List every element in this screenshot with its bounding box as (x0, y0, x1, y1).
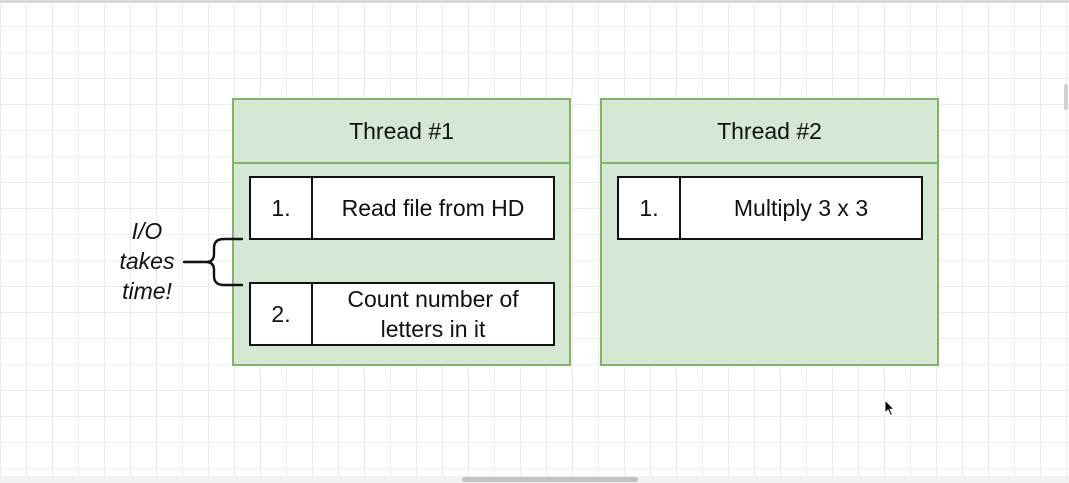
thread-1-box: Thread #1 1. Read file from HD 2. Count … (232, 98, 571, 366)
task-label: Read file from HD (313, 178, 553, 238)
task-label-line: Read file from HD (341, 195, 525, 221)
task-label-line: Multiply 3 x 3 (733, 195, 869, 221)
vertical-scrollbar[interactable] (1064, 84, 1068, 110)
mouse-pointer-icon (884, 399, 896, 417)
task-label-line: Count number of (347, 286, 519, 312)
task-label: Multiply 3 x 3 (681, 178, 921, 238)
thread-2-title: Thread #2 (602, 100, 937, 164)
task-label-line: letters in it (380, 316, 486, 342)
task-number: 1. (619, 178, 681, 238)
thread-2-task-1: 1. Multiply 3 x 3 (617, 176, 923, 240)
annotation-line: I/O (131, 218, 163, 244)
io-annotation: I/O takes time! (110, 216, 184, 306)
thread-1-task-1: 1. Read file from HD (249, 176, 555, 240)
canvas-top-border (0, 0, 1069, 3)
task-number: 1. (251, 178, 313, 238)
thread-1-title: Thread #1 (234, 100, 569, 164)
task-number: 2. (251, 284, 313, 344)
horizontal-scrollbar-thumb[interactable] (462, 477, 638, 482)
task-label: Count number of letters in it (313, 284, 553, 344)
curly-brace-icon (182, 237, 244, 287)
annotation-line: time! (122, 278, 172, 304)
annotation-line: takes (119, 248, 175, 274)
thread-1-task-2: 2. Count number of letters in it (249, 282, 555, 346)
thread-2-box: Thread #2 1. Multiply 3 x 3 (600, 98, 939, 366)
